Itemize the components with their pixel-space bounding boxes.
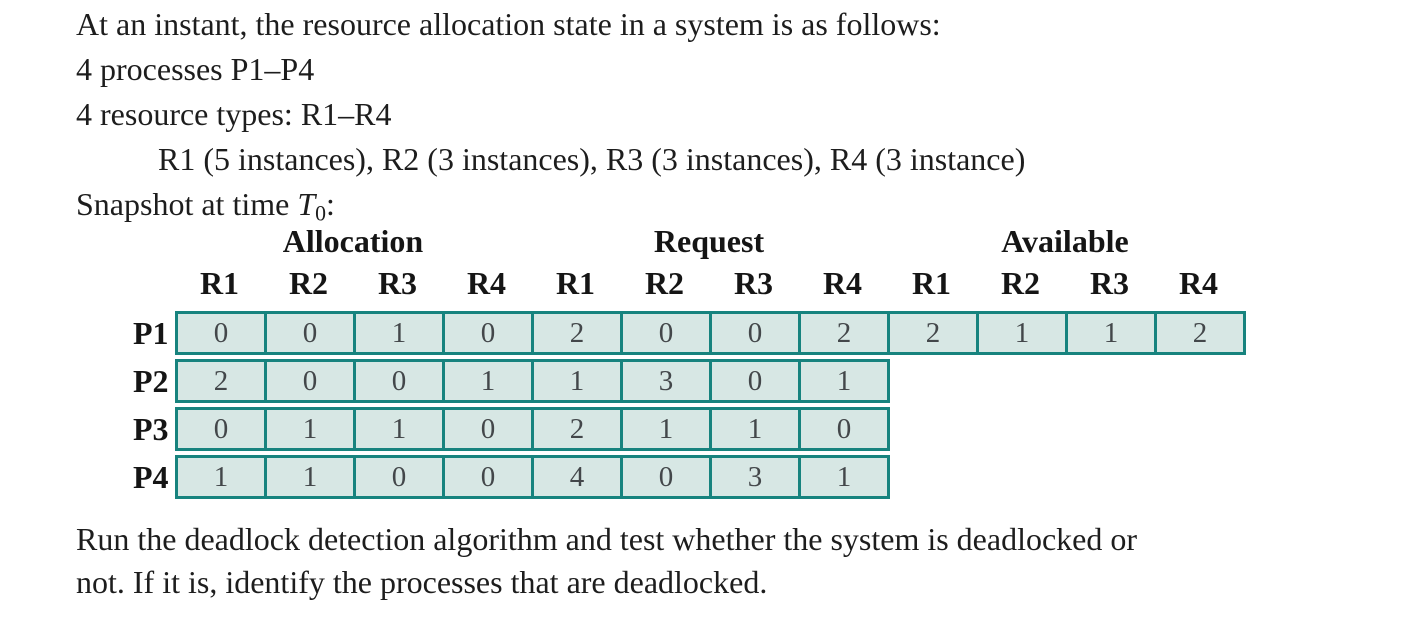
snapshot-suffix: : (325, 186, 335, 222)
request-cell: 1 (620, 410, 709, 448)
request-cell: 0 (709, 314, 798, 352)
process-row: P3 0 1 1 0 2 1 1 0 (133, 407, 1246, 451)
allocation-cell: 0 (442, 458, 531, 496)
allocation-cell: 0 (178, 314, 264, 352)
resource-column-headers: R1 R2 R3 R4 R1 R2 R3 R4 R1 R2 R3 R4 (175, 265, 1246, 311)
column-header-r2: R2 (288, 265, 329, 301)
time-symbol: T (297, 186, 316, 222)
matrix-group-headers: Allocation Request Available (175, 223, 1246, 265)
process-row: P4 1 1 0 0 4 0 3 1 (133, 455, 1246, 499)
available-cell: 2 (1154, 314, 1243, 352)
allocation-cell: 2 (178, 362, 264, 400)
process-row: P2 2 0 0 1 1 3 0 1 (133, 359, 1246, 403)
allocation-cell: 0 (442, 314, 531, 352)
available-cell: 2 (887, 314, 976, 352)
allocation-matrix-header: Allocation (282, 223, 424, 259)
request-cell: 4 (531, 458, 620, 496)
request-cell: 2 (531, 410, 620, 448)
request-cell: 1 (798, 362, 887, 400)
available-cell: 1 (1065, 314, 1154, 352)
row-cell-strip: 0 0 1 0 2 0 0 2 2 1 1 2 (175, 311, 1246, 355)
column-header-r1: R1 (555, 265, 596, 301)
request-cell: 1 (531, 362, 620, 400)
allocation-cell: 0 (353, 458, 442, 496)
request-cell: 0 (620, 314, 709, 352)
intro-line-snapshot: Snapshot at time T0: (76, 182, 1025, 236)
request-cell: 0 (709, 362, 798, 400)
intro-line-instances: R1 (5 instances), R2 (3 instances), R3 (… (158, 141, 1026, 177)
column-header-r4: R4 (466, 265, 507, 301)
task-line-2: not. If it is, identify the processes th… (76, 564, 768, 600)
snapshot-prefix: Snapshot at time (76, 186, 298, 222)
row-cell-strip: 2 0 0 1 1 3 0 1 (175, 359, 890, 403)
allocation-cell: 1 (353, 410, 442, 448)
allocation-cell: 0 (264, 362, 353, 400)
intro-line-resource-types: 4 resource types: R1–R4 (76, 96, 392, 132)
column-header-r4: R4 (822, 265, 863, 301)
task-instruction: Run the deadlock detection algorithm and… (76, 518, 1137, 604)
process-row: P1 0 0 1 0 2 0 0 2 2 1 1 2 (133, 311, 1246, 355)
process-label: P4 (133, 458, 169, 495)
column-header-r3: R3 (733, 265, 774, 301)
allocation-cell: 1 (264, 410, 353, 448)
allocation-cell: 0 (264, 314, 353, 352)
column-header-r1: R1 (199, 265, 240, 301)
task-line-1: Run the deadlock detection algorithm and… (76, 521, 1138, 557)
row-cell-strip: 1 1 0 0 4 0 3 1 (175, 455, 890, 499)
allocation-cell: 1 (178, 458, 264, 496)
allocation-cell: 0 (178, 410, 264, 448)
allocation-cell: 1 (353, 314, 442, 352)
request-cell: 3 (620, 362, 709, 400)
allocation-cell: 0 (442, 410, 531, 448)
request-matrix-header: Request (653, 223, 765, 259)
column-header-r2: R2 (644, 265, 685, 301)
column-header-r4: R4 (1178, 265, 1219, 301)
intro-line-1: At an instant, the resource allocation s… (76, 6, 941, 42)
column-header-r3: R3 (1089, 265, 1130, 301)
allocation-cell: 1 (442, 362, 531, 400)
column-header-r2: R2 (1000, 265, 1041, 301)
request-cell: 1 (798, 458, 887, 496)
request-cell: 0 (620, 458, 709, 496)
process-label: P2 (133, 362, 169, 399)
process-label: P1 (133, 314, 169, 351)
process-label: P3 (133, 410, 169, 447)
problem-statement: At an instant, the resource allocation s… (76, 2, 1025, 236)
column-header-r1: R1 (911, 265, 952, 301)
available-cell: 1 (976, 314, 1065, 352)
request-cell: 2 (798, 314, 887, 352)
row-cell-strip: 0 1 1 0 2 1 1 0 (175, 407, 890, 451)
request-cell: 1 (709, 410, 798, 448)
request-cell: 3 (709, 458, 798, 496)
intro-line-processes: 4 processes P1–P4 (76, 51, 315, 87)
available-matrix-header: Available (1001, 223, 1129, 259)
allocation-cell: 1 (264, 458, 353, 496)
allocation-cell: 0 (353, 362, 442, 400)
request-cell: 2 (531, 314, 620, 352)
request-cell: 0 (798, 410, 887, 448)
resource-allocation-table: Allocation Request Available R1 R2 R3 R4… (133, 223, 1246, 503)
column-header-r3: R3 (377, 265, 418, 301)
time-subscript: 0 (315, 201, 326, 226)
